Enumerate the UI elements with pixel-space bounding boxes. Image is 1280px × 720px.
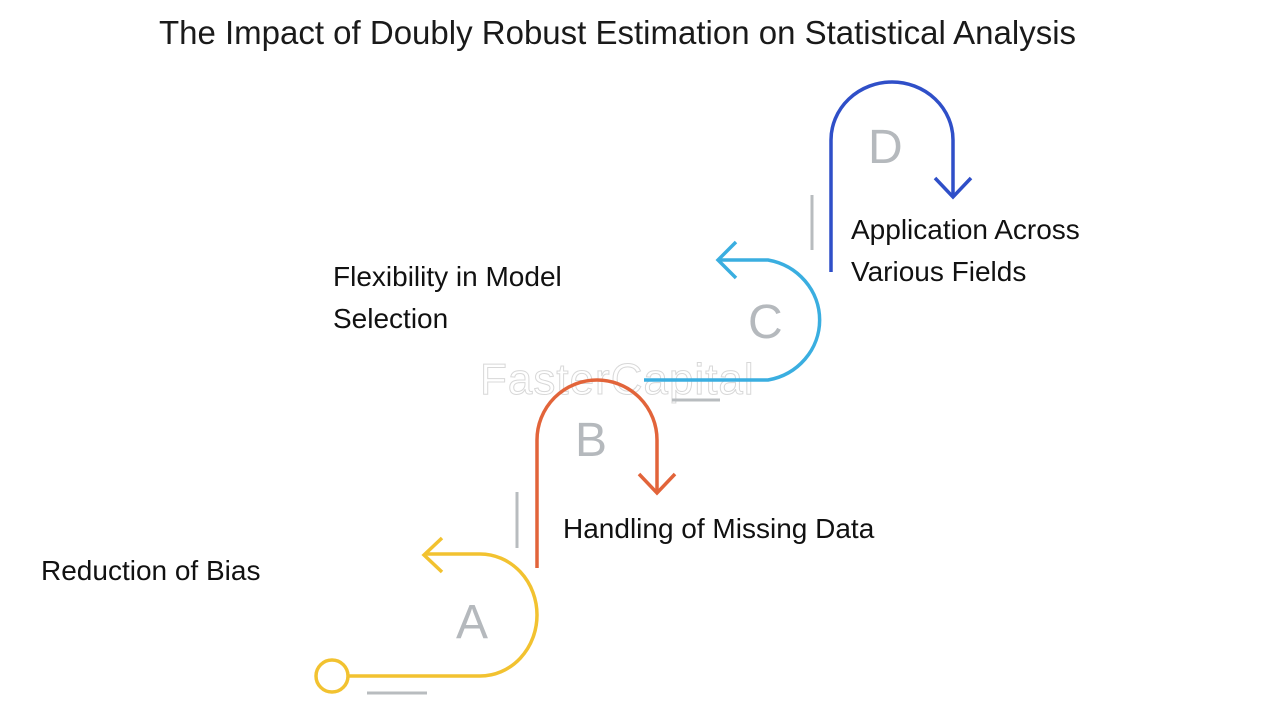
step-a-letter: A bbox=[456, 596, 488, 649]
step-c-label: Flexibility in Model Selection bbox=[333, 256, 562, 340]
step-b-letter: B bbox=[575, 414, 607, 467]
diagram-title: The Impact of Doubly Robust Estimation o… bbox=[158, 14, 1077, 51]
step-c-label-line2: Selection bbox=[333, 303, 449, 334]
step-d-arrow-icon bbox=[829, 80, 973, 272]
step-d-label-line2: Various Fields bbox=[851, 256, 1027, 287]
step-d-letter: D bbox=[868, 121, 903, 174]
step-c-label-line1: Flexibility in Model bbox=[333, 261, 562, 292]
step-b-label: Handling of Missing Data bbox=[563, 513, 875, 544]
step-c-arrow-icon bbox=[644, 240, 822, 382]
step-d-label-line1: Application Across bbox=[851, 214, 1080, 245]
step-c-letter: C bbox=[748, 296, 783, 349]
step-a-arrow-icon bbox=[314, 536, 539, 694]
step-a-label: Reduction of Bias bbox=[41, 555, 261, 586]
step-d-label: Application Across Various Fields bbox=[851, 209, 1080, 293]
step-b-arrow-icon bbox=[535, 378, 677, 568]
